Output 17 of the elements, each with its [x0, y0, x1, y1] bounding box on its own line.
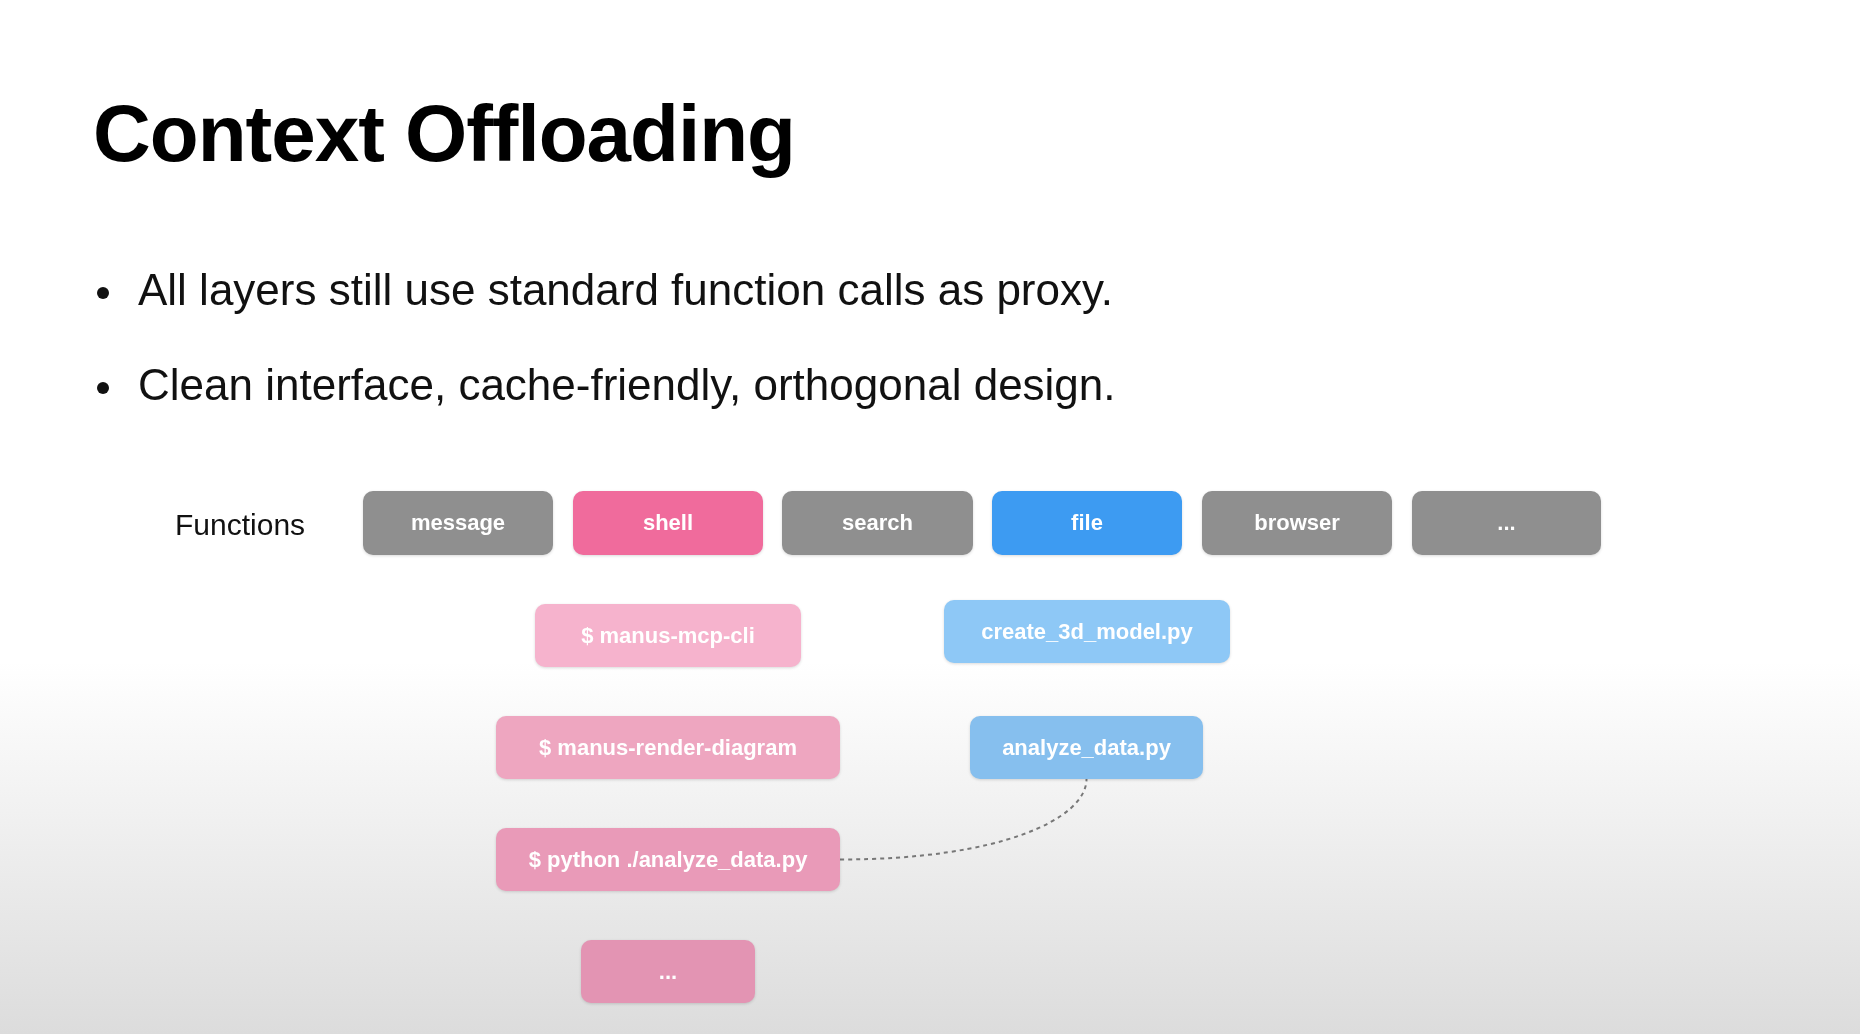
slide-title: Context Offloading — [93, 88, 795, 180]
function-box: message — [363, 491, 553, 555]
bullet-text: All layers still use standard function calls as proxy. — [138, 265, 1113, 315]
function-box: file — [992, 491, 1182, 555]
function-box: shell — [573, 491, 763, 555]
function-box: $ manus-mcp-cli — [535, 604, 801, 667]
function-box: create_3d_model.py — [944, 600, 1230, 663]
function-box: search — [782, 491, 973, 555]
function-box: $ manus-render-diagram — [496, 716, 840, 779]
function-box: browser — [1202, 491, 1392, 555]
function-box: ... — [581, 940, 755, 1003]
dashed-connector — [839, 778, 1088, 861]
function-box: ... — [1412, 491, 1601, 555]
row-label: Functions — [175, 508, 306, 542]
bullet-text: Clean interface, cache-friendly, orthogonal design. — [138, 360, 1116, 410]
function-box: analyze_data.py — [970, 716, 1203, 779]
function-box: $ python ./analyze_data.py — [496, 828, 840, 891]
